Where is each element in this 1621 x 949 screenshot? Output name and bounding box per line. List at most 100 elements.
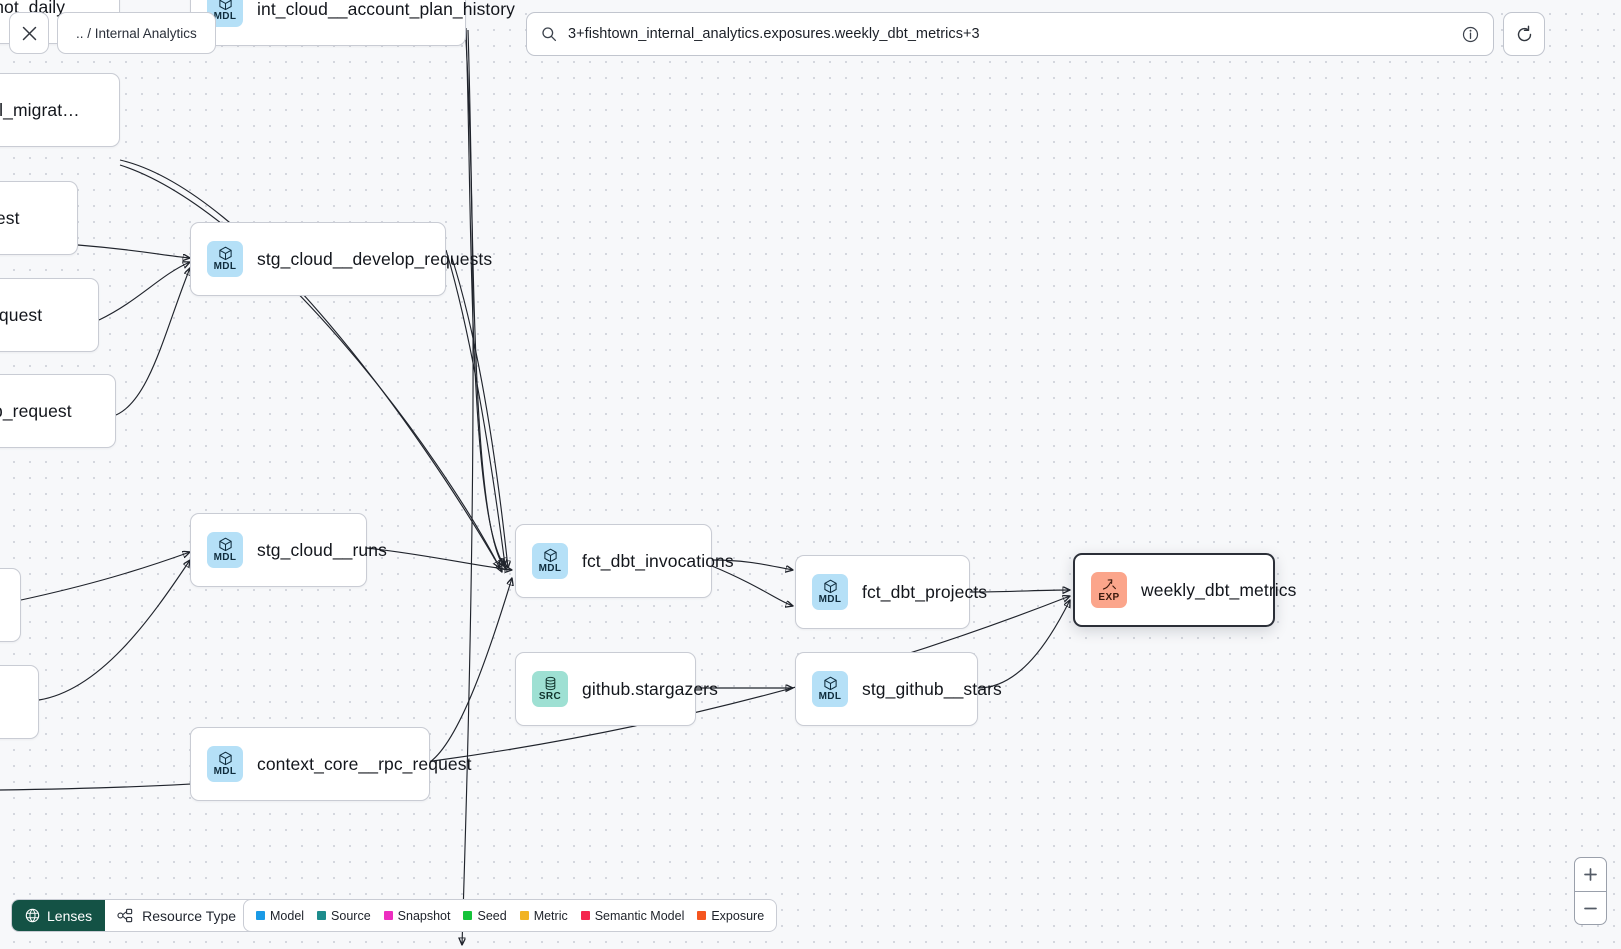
lineage-edge [98,262,190,321]
legend-swatch [463,911,473,920]
cube-icon [823,579,837,594]
lineage-node-develop_request_a[interactable]: op_request [0,181,78,255]
legend-item[interactable]: Model [256,909,304,923]
lineage-node-fct_dbt_invocations[interactable]: MDL fct_dbt_invocations [515,524,734,598]
node-type-label: MDL [213,766,237,777]
node-label: stg_cloud__develop_requests [257,248,493,269]
node-type-label: SRC [538,691,562,702]
cube-icon [218,246,232,261]
lineage-edge [366,547,512,570]
node-type-badge-mdl: MDL [812,671,848,707]
lineage-edge [38,560,190,701]
lineage-node-github_stargazers[interactable]: SRC github.stargazers [515,652,718,726]
cube-icon [218,0,232,11]
legend-swatch [519,911,529,920]
legend-item[interactable]: Metric [519,908,568,923]
node-label: _develop_request [0,400,72,421]
node-type-badge-src: SRC [532,671,568,707]
lineage-edge [977,600,1070,689]
node-label: github.stargazers [582,678,718,699]
node-label: multicell_migrat… [0,99,80,120]
resource-type-dropdown[interactable]: Resource Type [105,900,271,931]
legend-item[interactable]: Snapshot [383,909,450,923]
search-icon [542,27,557,42]
lens-toolbar: Lenses Resource Type [11,899,272,932]
cube-icon [218,751,232,766]
lenses-button[interactable]: Lenses [12,900,106,931]
lineage-edge [711,565,793,606]
lineage-edge [77,244,190,258]
lineage-node-weekly_dbt_metrics[interactable]: EXP weekly_dbt_metrics [1073,553,1296,627]
lineage-node-stg_cloud_develop_requests[interactable]: MDL stg_cloud__develop_requests [190,222,492,296]
lineage-node-stg_github_stars[interactable]: MDL stg_github__stars [795,652,1002,726]
search-bar[interactable] [526,12,1494,56]
node-label: velop_request [0,304,43,325]
node-type-label: MDL [213,552,237,563]
node-label: context_core__rpc_request [257,753,472,774]
lineage-edge [115,268,190,416]
node-type-badge-mdl: MDL [207,241,243,277]
database-icon [545,676,555,691]
resource-type-label: Resource Type [142,907,237,924]
search-input[interactable] [568,26,1451,42]
node-type-label: MDL [213,261,237,272]
node-type-label: EXP [1098,592,1120,603]
refresh-button[interactable] [1503,12,1545,56]
cube-icon [543,548,557,563]
lenses-label: Lenses [47,907,93,924]
lineage-edge [462,39,474,945]
legend-label: Model [270,908,305,923]
zoom-in-button[interactable] [1575,858,1606,891]
node-type-label: MDL [538,563,562,574]
node-label: stg_github__stars [862,678,1002,699]
zoom-out-button[interactable] [1575,891,1606,924]
breadcrumb[interactable]: .. / Internal Analytics [57,12,216,54]
legend-swatch [317,911,327,920]
hierarchy-icon [117,908,133,923]
lineage-node-develop_request_b[interactable]: velop_request [0,278,99,352]
lineage-edge [465,27,505,566]
lineage-node-stg_cloud_runs[interactable]: MDL stg_cloud__runs [190,513,387,587]
node-label: weekly_dbt_metrics [1141,579,1297,600]
lineage-node-context_core_rpc_request[interactable]: MDL context_core__rpc_request [190,727,471,801]
legend-item[interactable]: Seed [463,908,507,923]
lineage-node-develop_request_c[interactable]: _develop_request [0,374,116,448]
legend-item[interactable]: Exposure [697,909,764,923]
close-button[interactable] [9,12,49,54]
lineage-node-left_node_n[interactable]: n [0,568,21,642]
legend-item[interactable]: Semantic Model [580,909,684,923]
minus-icon [1584,907,1597,909]
lineage-edge [429,578,512,763]
lineage-edge [467,29,507,570]
legend-label: Metric [533,908,568,923]
node-type-label: MDL [818,594,842,605]
legend-swatch [580,911,590,920]
legend-label: Exposure [711,908,765,923]
plus-icon [1584,868,1597,881]
lineage-edge [445,249,505,565]
lineage-edge [451,257,508,568]
refresh-icon [1517,25,1531,41]
info-circle-icon[interactable] [1462,26,1479,43]
legend-label: Seed [477,908,507,923]
chart-line-icon [1102,579,1116,590]
legend-item[interactable]: Source [317,909,371,923]
lineage-node-multicell_migration[interactable]: multicell_migrat… [0,73,120,147]
legend-swatch [256,911,265,920]
node-label: fct_dbt_invocations [582,550,734,571]
lineage-node-left_node_run[interactable]: .run [0,665,39,739]
node-type-badge-mdl: MDL [207,746,243,782]
legend-label: Source [331,908,371,923]
node-label: fct_dbt_projects [862,581,988,602]
breadcrumb-label: .. / Internal Analytics [76,25,197,41]
node-label: op_request [0,207,20,228]
node-type-badge-mdl: MDL [207,532,243,568]
lineage-node-fct_dbt_projects[interactable]: MDL fct_dbt_projects [795,555,987,629]
node-label: stg_cloud__runs [257,539,387,560]
close-icon [22,26,36,40]
resource-type-legend: Model Source Snapshot Seed Metric Semantic Mo… [243,899,778,932]
legend-swatch [697,911,707,920]
